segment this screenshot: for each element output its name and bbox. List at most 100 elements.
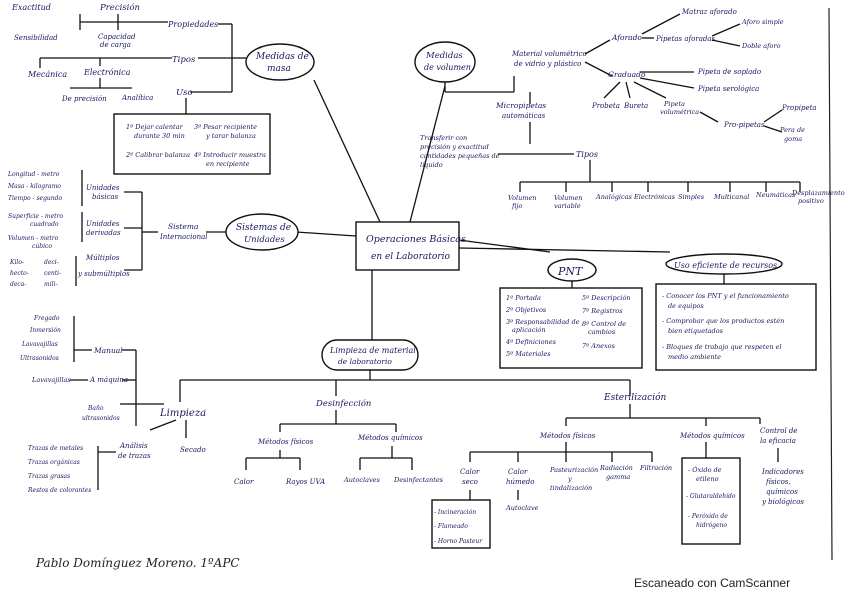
svg-text:- Glutaraldehído: - Glutaraldehído — [686, 493, 736, 500]
svg-text:Lavavajillas: Lavavajillas — [21, 341, 58, 348]
svg-text:Masa - kilogramo: Masa - kilogramo — [7, 183, 61, 190]
svg-text:húmedo: húmedo — [506, 478, 535, 486]
svg-text:- Bloques de trabajo que respe: - Bloques de trabajo que respeten el — [662, 343, 782, 351]
svg-text:Lavavajillas: Lavavajillas — [31, 376, 71, 384]
svg-text:ultrasonidos: ultrasonidos — [82, 415, 120, 422]
svg-text:Pasteurización: Pasteurización — [549, 466, 598, 474]
svg-text:Volumen: Volumen — [554, 194, 582, 202]
svg-text:- Conocer los PNT y el funcion: - Conocer los PNT y el funcionamiento — [662, 292, 789, 300]
svg-text:Micropipetas: Micropipetas — [495, 101, 546, 110]
svg-text:Trazas orgánicas: Trazas orgánicas — [28, 459, 80, 466]
svg-text:1º Portada: 1º Portada — [506, 294, 541, 302]
svg-text:Secado: Secado — [180, 446, 206, 454]
camscanner-footer: Escaneado con CamScanner — [634, 576, 791, 590]
svg-text:y: y — [567, 475, 572, 483]
svg-text:Analítica: Analítica — [121, 94, 153, 102]
svg-text:3º Pesar recipiente: 3º Pesar recipiente — [194, 123, 257, 131]
svg-text:7º Registros: 7º Registros — [582, 307, 623, 315]
svg-text:Control de: Control de — [760, 427, 798, 435]
svg-text:de equipos: de equipos — [668, 302, 704, 310]
svg-text:Volumen - metro: Volumen - metro — [8, 235, 59, 242]
svg-text:Tipos: Tipos — [576, 150, 598, 159]
svg-text:- Óxido de: - Óxido de — [688, 465, 722, 474]
svg-text:Calor: Calor — [234, 478, 254, 486]
svg-text:básicas: básicas — [92, 193, 119, 201]
svg-text:Aforo simple: Aforo simple — [741, 18, 784, 26]
svg-text:Medidas de: Medidas de — [255, 52, 309, 62]
svg-text:Electrónica: Electrónica — [83, 68, 131, 77]
svg-text:Material volumétrico: Material volumétrico — [511, 50, 587, 58]
svg-text:Longitud - metro: Longitud - metro — [7, 171, 60, 178]
svg-text:- Comprobar que los productos: - Comprobar que los productos estén — [662, 317, 784, 325]
svg-text:en recipiente: en recipiente — [206, 160, 250, 168]
svg-text:Fregado: Fregado — [33, 315, 60, 322]
central-node: Operaciones Básicas en el Laboratorio — [355, 221, 466, 271]
svg-text:variable: variable — [554, 202, 581, 210]
svg-text:deca-: deca- — [10, 281, 26, 288]
svg-text:hecto-: hecto- — [10, 270, 29, 277]
svg-text:1º Dejar calentar: 1º Dejar calentar — [126, 123, 183, 131]
svg-text:de trazas: de trazas — [118, 452, 151, 460]
esterilizacion-label: Esterilización — [603, 392, 667, 403]
propiedades-label: Propiedades — [167, 20, 218, 29]
svg-text:hidrógeno: hidrógeno — [696, 522, 727, 529]
recursos-node: Uso eficiente de recursos — [665, 253, 783, 275]
svg-text:Kilo-: Kilo- — [9, 259, 24, 266]
svg-text:Neumáticas: Neumáticas — [755, 191, 796, 199]
svg-text:- Incineración: - Incineración — [434, 509, 476, 516]
svg-text:fijo: fijo — [511, 202, 522, 210]
quimicos-box: - Óxido de etileno - Glutaraldehído - Pe… — [681, 457, 741, 545]
svg-text:Analógicas: Analógicas — [595, 193, 633, 201]
svg-text:químicos: químicos — [766, 488, 798, 496]
svg-text:Graduado: Graduado — [608, 70, 646, 79]
svg-text:5º Descripción: 5º Descripción — [582, 294, 630, 302]
svg-text:Uso eficiente de recursos: Uso eficiente de recursos — [674, 261, 777, 270]
svg-text:líquido: líquido — [420, 161, 443, 169]
svg-text:Aforado: Aforado — [611, 33, 642, 42]
svg-text:la eficacia: la eficacia — [760, 437, 796, 445]
svg-text:y submúltiplos: y submúltiplos — [77, 270, 130, 278]
svg-text:cambios: cambios — [588, 328, 616, 336]
svg-text:Sensibilidad: Sensibilidad — [14, 34, 58, 42]
svg-text:5º Materiales: 5º Materiales — [506, 350, 551, 358]
svg-text:Multicanal: Multicanal — [713, 193, 749, 201]
svg-text:Métodos físicos: Métodos físicos — [539, 432, 596, 440]
recursos-box: - Conocer los PNT y el funcionamiento de… — [655, 283, 817, 371]
svg-text:Autoclaves: Autoclaves — [343, 476, 381, 484]
svg-text:medio ambiente: medio ambiente — [668, 353, 721, 361]
svg-text:Doble aforo: Doble aforo — [741, 42, 781, 50]
svg-text:Medidas: Medidas — [425, 51, 463, 61]
svg-text:Radiación: Radiación — [599, 464, 633, 472]
svg-text:precisión y exactitud: precisión y exactitud — [420, 143, 489, 151]
svg-text:2º Objetivos: 2º Objetivos — [505, 306, 547, 314]
svg-text:etileno: etileno — [696, 475, 719, 483]
svg-text:Propipeta: Propipeta — [781, 104, 817, 112]
svg-text:Ultrasonidos: Ultrasonidos — [20, 355, 59, 362]
svg-text:seco: seco — [462, 478, 478, 486]
svg-text:Precisión: Precisión — [99, 2, 140, 13]
svg-text:Pipetas aforadas: Pipetas aforadas — [655, 35, 716, 43]
svg-text:Indicadores: Indicadores — [761, 468, 804, 476]
svg-text:2º Calibrar balanza: 2º Calibrar balanza — [125, 151, 190, 159]
author-signature: Pablo Domínguez Moreno. 1ºAPC — [36, 556, 240, 570]
svg-text:y biológicos: y biológicos — [761, 498, 804, 506]
svg-text:derivadas: derivadas — [86, 229, 121, 237]
svg-text:masa: masa — [267, 64, 291, 74]
svg-text:4º Introducir muestra: 4º Introducir muestra — [193, 151, 266, 159]
svg-text:Desplazamiento: Desplazamiento — [791, 189, 845, 197]
svg-text:Capacidad: Capacidad — [98, 33, 136, 41]
svg-text:Trazas de metales: Trazas de metales — [28, 445, 83, 452]
svg-text:Trazas grasas: Trazas grasas — [28, 473, 70, 480]
svg-text:Baño: Baño — [87, 405, 104, 412]
calor-seco-box: - Incineración - Flameado - Horno Pasteu… — [431, 499, 491, 549]
svg-text:Unidades: Unidades — [86, 184, 120, 192]
svg-text:gamma: gamma — [606, 473, 630, 481]
svg-text:Tiempo - segundo: Tiempo - segundo — [8, 195, 62, 202]
svg-text:Calor: Calor — [508, 468, 528, 476]
svg-text:Limpieza de material: Limpieza de material — [329, 346, 416, 355]
svg-text:Desinfectantes: Desinfectantes — [393, 476, 444, 484]
svg-text:Sistema: Sistema — [168, 222, 198, 231]
svg-text:Sistemas de: Sistemas de — [236, 223, 291, 233]
svg-text:Limpieza: Limpieza — [159, 408, 206, 419]
